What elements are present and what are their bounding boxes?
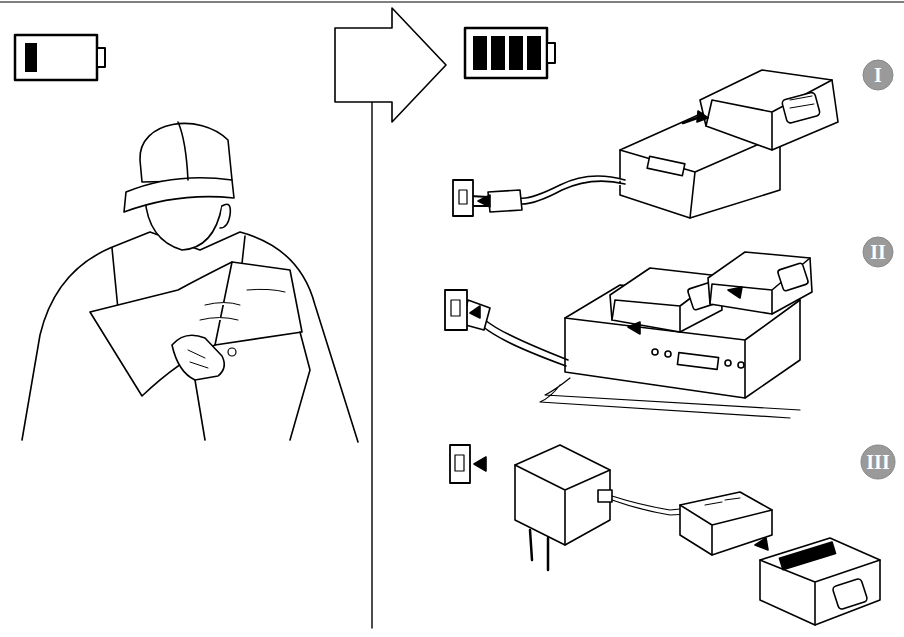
top-rule (0, 1, 904, 2)
person-reading-part (220, 204, 230, 228)
full-battery-icon-part (527, 36, 541, 70)
charger-one-part (459, 190, 467, 204)
transition-arrow-part (335, 8, 446, 122)
person-reading-part (172, 335, 224, 380)
charger-two-part (652, 349, 658, 355)
callout-text: I (874, 65, 882, 85)
full-battery-icon-part (465, 28, 547, 78)
charger-one-part (620, 135, 780, 218)
charger-two-part (628, 322, 640, 334)
person-reading-part (200, 289, 285, 320)
charger-one-part (520, 181, 625, 204)
charger-two-part (665, 351, 671, 357)
charger-one-part (697, 111, 708, 122)
person-reading-part (145, 198, 222, 250)
callout-circle-shape (861, 445, 895, 479)
callout-circle-shape (863, 237, 893, 267)
person-reading-part (178, 122, 188, 180)
charger-two-part (777, 263, 809, 292)
person-reading (22, 122, 358, 442)
charger-three-part (832, 578, 868, 610)
callout-number: I (862, 59, 894, 91)
full-battery-icon-part (473, 36, 487, 70)
charger-two-part (738, 362, 744, 368)
callout-number: II (862, 236, 894, 268)
charger-three-part (779, 542, 835, 570)
person-reading-part (22, 232, 358, 442)
charger-two (445, 252, 812, 418)
person-reading-part (195, 332, 310, 440)
charger-one-part (647, 156, 685, 175)
full-battery-icon-part (491, 36, 505, 70)
low-battery-icon (15, 35, 105, 80)
person-reading-part (188, 350, 208, 368)
charger-three-part (612, 496, 690, 515)
charger-one-part (478, 195, 490, 207)
callout-text: III (866, 452, 889, 472)
charger-two-part (610, 268, 722, 332)
charger-three-part (760, 560, 880, 625)
charger-three-part (760, 538, 880, 625)
charger-two-part (482, 326, 566, 366)
charger-two-part (677, 353, 718, 370)
low-battery-icon-part (97, 48, 105, 67)
charger-two-part (612, 276, 720, 332)
charger-one (453, 70, 838, 218)
low-battery-icon-part (25, 43, 37, 72)
charger-two-part (728, 287, 742, 298)
charger-three-part (455, 455, 464, 471)
person-reading-part (228, 348, 236, 356)
charger-three (450, 445, 880, 625)
full-battery-icon-part (547, 43, 555, 63)
divider-line (371, 100, 372, 628)
charger-two-part (725, 360, 731, 366)
low-battery-icon-part (15, 35, 97, 80)
charger-one-part (781, 92, 820, 124)
charger-three-part (680, 505, 772, 555)
callout-text: II (870, 242, 886, 262)
charger-three-part (530, 530, 548, 570)
charger-two-part (451, 300, 460, 316)
full-battery-icon-part (509, 36, 523, 70)
charger-one-part (488, 190, 522, 212)
charger-two-part (540, 378, 800, 418)
charger-two-part (710, 258, 810, 314)
person-reading-part (90, 262, 302, 396)
charger-two-part (470, 306, 480, 318)
charger-two-part (485, 320, 568, 360)
charger-three-part (705, 498, 740, 505)
charger-three-part (450, 445, 470, 483)
callout-circle-shape (863, 60, 893, 90)
charger-one-part (700, 70, 838, 150)
person-reading-part (124, 178, 234, 212)
charger-one-part (706, 80, 832, 150)
charger-three-part (598, 490, 612, 502)
charger-two-part (445, 290, 467, 330)
charger-three-part (755, 538, 768, 550)
callout-number: III (860, 444, 896, 480)
charger-three-part (474, 457, 486, 471)
full-battery-icon (465, 28, 555, 78)
charger-two-part (708, 252, 812, 314)
charger-one-part (453, 180, 473, 216)
charger-one-part (790, 96, 814, 108)
charger-three-part (680, 492, 772, 555)
transition-arrow (335, 8, 446, 122)
